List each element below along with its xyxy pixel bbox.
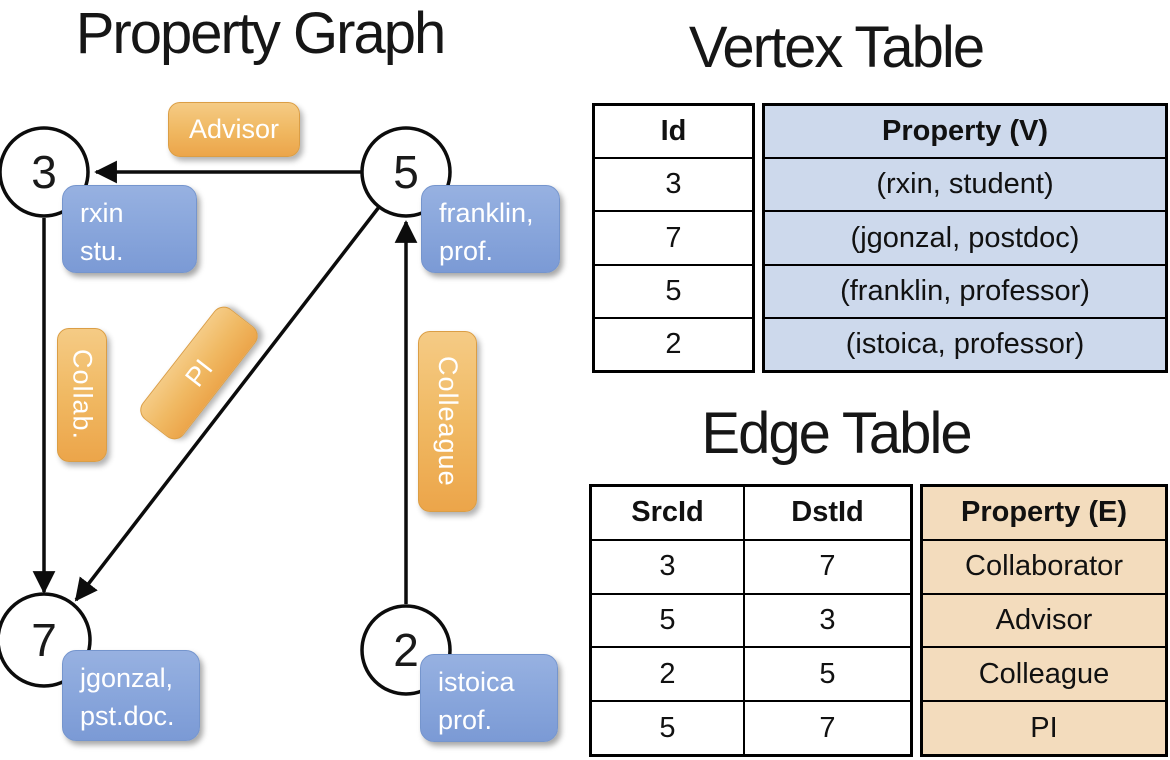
vertex-property-box-franklin: franklin, prof. — [421, 185, 560, 273]
vertex-id-7: 7 — [31, 614, 57, 666]
edge-label-advisor: Advisor — [188, 114, 280, 144]
edge-table-header-row: SrcId DstId — [592, 487, 910, 539]
property-graph-title: Property Graph — [75, 1, 447, 66]
edge-table-header-property: Property (E) — [961, 496, 1127, 529]
edge-table-srcid-cell: 2 — [659, 657, 676, 690]
edge-table-row: 5 3 — [592, 592, 910, 647]
vertex-property-line: prof. — [438, 705, 493, 735]
vertex-table-property-cell: (istoica, professor) — [765, 316, 1165, 370]
edge-table-header-dstid: DstId — [743, 487, 910, 539]
edge-table-property-cell: Colleague — [923, 646, 1165, 700]
edge-label-box-colleague: Colleague — [418, 331, 477, 512]
edge-table-srcid-cell: 5 — [659, 711, 676, 744]
vertex-table-property-column: Property (V) (rxin, student) (jgonzal, p… — [762, 103, 1168, 373]
edge-table-dstid-cell: 5 — [743, 648, 910, 701]
vertex-property-box-rxin: rxin stu. — [62, 185, 197, 273]
vertex-table-header-property: Property (V) — [882, 115, 1048, 148]
edge-table-row: 5 7 — [592, 700, 910, 754]
edge-label-colleague: Colleague — [433, 356, 463, 487]
vertex-table-id-cell: 7 — [595, 210, 752, 263]
edge-table-header-srcid: SrcId — [631, 496, 704, 529]
vertex-id-2: 2 — [393, 624, 419, 676]
vertex-property-line: franklin, — [439, 198, 534, 228]
vertex-property-line: stu. — [80, 236, 124, 266]
edge-table-srcid-cell: 5 — [659, 603, 676, 636]
edge-label-collab: Collab. — [67, 349, 98, 441]
edge-table-dstid-cell: 7 — [743, 540, 910, 593]
vertex-table-id-cell: 2 — [595, 316, 752, 370]
edge-table-row: 3 7 — [592, 538, 910, 593]
edge-label-pi: PI — [178, 353, 219, 392]
vertex-property-box-jgonzal: jgonzal, pst.doc. — [62, 650, 200, 741]
vertex-table-property-cell: (franklin, professor) — [765, 263, 1165, 317]
vertex-table-property-cell: (jgonzal, postdoc) — [765, 210, 1165, 263]
edge-table-title: Edge Table — [701, 401, 972, 466]
edge-table-row: 2 5 — [592, 646, 910, 701]
edge-table-property-cell: Advisor — [923, 592, 1165, 647]
vertex-table-property-cell: (rxin, student) — [765, 157, 1165, 210]
vertex-property-line: rxin — [80, 198, 124, 228]
edge-table-dstid-cell: 3 — [743, 594, 910, 647]
vertex-property-line: jgonzal, — [80, 663, 174, 693]
edge-label-box-collab: Collab. — [57, 328, 107, 462]
edge-label-box-advisor: Advisor — [168, 102, 300, 157]
vertex-table-title: Vertex Table — [688, 15, 985, 80]
vertex-table-id-cell: 3 — [595, 157, 752, 210]
vertex-property-line: prof. — [439, 236, 494, 266]
edge-table-srcid-cell: 3 — [659, 550, 676, 583]
edge-table-src-dst-columns: SrcId DstId 3 7 5 3 2 5 5 7 — [589, 484, 913, 757]
vertex-id-3: 3 — [31, 146, 57, 198]
vertex-id-5: 5 — [393, 146, 419, 198]
edge-arrow-pi-5-to-7 — [74, 205, 381, 602]
vertex-table-header-id: Id — [660, 115, 687, 148]
edge-table-property-column: Property (E) Collaborator Advisor Collea… — [920, 484, 1168, 757]
vertex-table-id-column: Id 3 7 5 2 — [592, 103, 755, 373]
edge-table-property-cell: PI — [923, 700, 1165, 754]
edge-table-property-cell: Collaborator — [923, 538, 1165, 593]
vertex-table-id-cell: 5 — [595, 263, 752, 317]
edge-table-dstid-cell: 7 — [743, 702, 910, 754]
vertex-property-box-istoica: istoica prof. — [420, 654, 558, 742]
vertex-property-line: istoica — [438, 667, 515, 697]
vertex-property-line: pst.doc. — [80, 701, 175, 731]
